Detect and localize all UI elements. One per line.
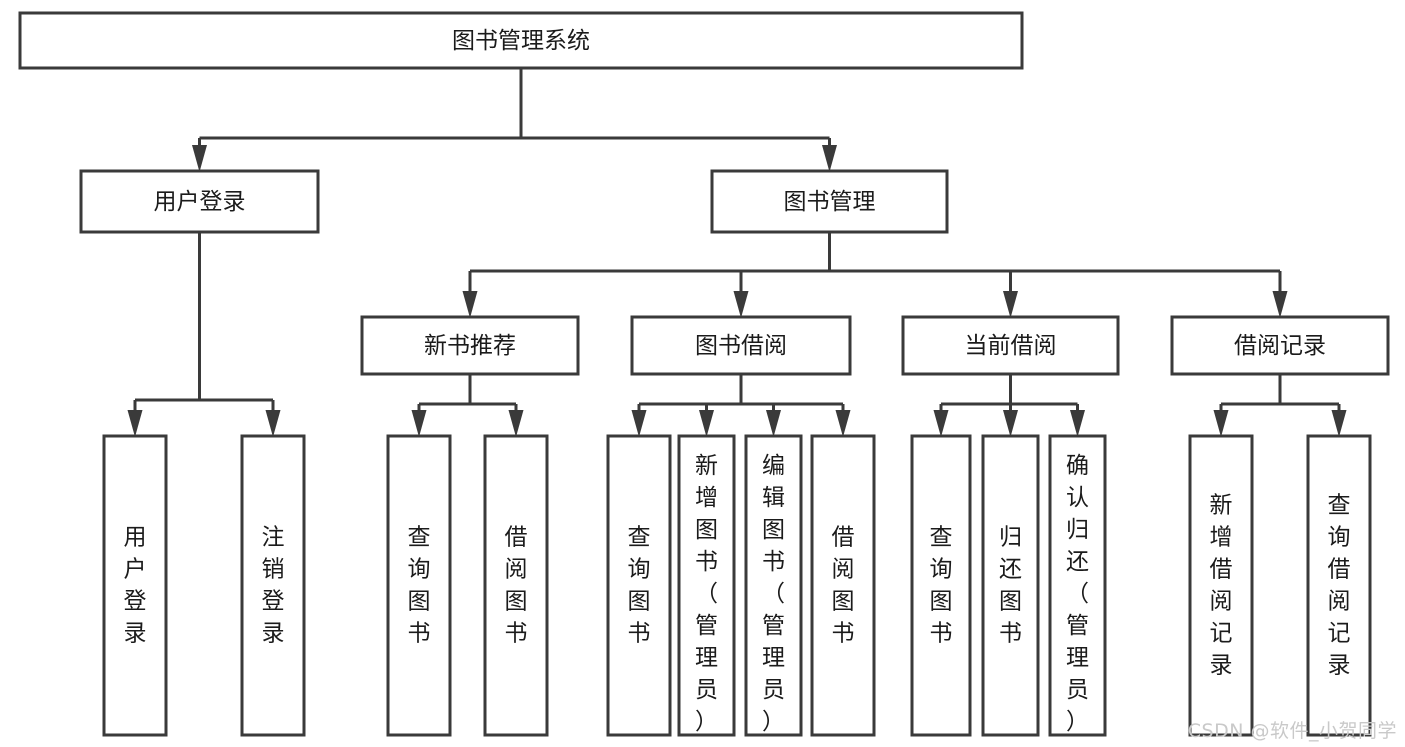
- node-leaf-add-book[interactable]: 新增图书（管理员）: [677, 434, 736, 737]
- node-login[interactable]: 用户登录: [79, 169, 320, 234]
- arrow-head-icon: [192, 145, 207, 172]
- node-leaf-edit-book[interactable]: 编辑图书（管理员）: [744, 434, 803, 737]
- arrow-head-icon: [1331, 410, 1347, 437]
- node-box[interactable]: [1306, 434, 1372, 737]
- node-box[interactable]: [910, 434, 972, 737]
- node-records[interactable]: 借阅记录: [1170, 315, 1390, 376]
- node-label: 归还图书: [999, 525, 1022, 647]
- node-label: 新书推荐: [424, 333, 516, 359]
- connector-group-borrow: [631, 374, 851, 437]
- node-leaf-query-book-3[interactable]: 查询图书: [910, 434, 972, 737]
- node-label: 新增借阅记录: [1210, 493, 1233, 679]
- node-box[interactable]: [483, 434, 549, 737]
- node-label: 用户登录: [154, 189, 246, 215]
- arrow-head-icon: [1272, 291, 1288, 318]
- node-label: 查询图书: [628, 525, 651, 647]
- connector-group-bookmgmt: [462, 232, 1288, 318]
- node-box[interactable]: [677, 434, 736, 737]
- node-box[interactable]: [901, 315, 1120, 376]
- node-label: 新增图书（管理员）: [695, 453, 718, 735]
- arrow-head-icon: [508, 410, 524, 437]
- node-box[interactable]: [386, 434, 452, 737]
- arrow-head-icon: [835, 410, 851, 437]
- arrow-head-icon: [1070, 410, 1085, 437]
- connector-group-current: [933, 374, 1085, 437]
- node-label: 确认归还（管理员）: [1066, 453, 1089, 735]
- node-box[interactable]: [102, 434, 168, 737]
- node-leaf-confirm-return[interactable]: 确认归还（管理员）: [1048, 434, 1107, 737]
- connector-layer: [127, 68, 1347, 437]
- node-label: 借阅记录: [1234, 333, 1326, 359]
- node-label: 图书借阅: [695, 333, 787, 359]
- connector-group-records: [1213, 374, 1347, 437]
- node-layer: 图书管理系统用户登录图书管理新书推荐图书借阅当前借阅借阅记录用户登录注销登录查询…: [18, 11, 1390, 737]
- arrow-head-icon: [1003, 291, 1018, 318]
- node-label: 注销登录: [262, 525, 285, 647]
- node-box[interactable]: [79, 169, 320, 234]
- arrow-head-icon: [733, 291, 749, 318]
- node-leaf-return-book[interactable]: 归还图书: [981, 434, 1040, 737]
- arrow-head-icon: [933, 410, 949, 437]
- node-label: 图书管理: [784, 189, 876, 215]
- node-label: 当前借阅: [965, 333, 1057, 359]
- node-box[interactable]: [810, 434, 876, 737]
- connector-group-newbook: [411, 374, 524, 437]
- node-leaf-add-record[interactable]: 新增借阅记录: [1188, 434, 1254, 737]
- node-box[interactable]: [1048, 434, 1107, 737]
- node-label: 查询图书: [930, 525, 953, 647]
- arrow-head-icon: [411, 410, 427, 437]
- node-leaf-user-login[interactable]: 用户登录: [102, 434, 168, 737]
- node-label: 借阅图书: [505, 525, 528, 647]
- connector-group-root: [192, 68, 837, 172]
- node-newbook[interactable]: 新书推荐: [360, 315, 580, 376]
- node-box[interactable]: [606, 434, 672, 737]
- node-label: 编辑图书（管理员）: [762, 453, 785, 735]
- node-label: 查询借阅记录: [1328, 493, 1351, 679]
- arrow-head-icon: [1213, 410, 1229, 437]
- node-box[interactable]: [630, 315, 852, 376]
- node-root[interactable]: 图书管理系统: [18, 11, 1024, 70]
- node-box[interactable]: [1170, 315, 1390, 376]
- node-leaf-user-logout[interactable]: 注销登录: [240, 434, 306, 737]
- node-borrow[interactable]: 图书借阅: [630, 315, 852, 376]
- node-box[interactable]: [710, 169, 949, 234]
- node-leaf-query-record[interactable]: 查询借阅记录: [1306, 434, 1372, 737]
- arrow-head-icon: [1003, 410, 1018, 437]
- node-label: 借阅图书: [832, 525, 855, 647]
- node-bookmgmt[interactable]: 图书管理: [710, 169, 949, 234]
- node-box[interactable]: [360, 315, 580, 376]
- node-box[interactable]: [981, 434, 1040, 737]
- arrow-head-icon: [822, 145, 837, 172]
- node-box[interactable]: [744, 434, 803, 737]
- node-label: 图书管理系统: [452, 28, 590, 54]
- node-leaf-query-book-2[interactable]: 查询图书: [606, 434, 672, 737]
- node-label: 查询图书: [408, 525, 431, 647]
- node-current[interactable]: 当前借阅: [901, 315, 1120, 376]
- csdn-watermark: CSDN @软件_小贺同学: [1187, 720, 1397, 742]
- connector-group-login: [127, 232, 281, 437]
- arrow-head-icon: [699, 410, 714, 437]
- node-box[interactable]: [18, 11, 1024, 70]
- node-box[interactable]: [1188, 434, 1254, 737]
- arrow-head-icon: [127, 410, 143, 437]
- arrow-head-icon: [631, 410, 647, 437]
- node-leaf-query-book-1[interactable]: 查询图书: [386, 434, 452, 737]
- node-box[interactable]: [240, 434, 306, 737]
- arrow-head-icon: [462, 291, 478, 318]
- arrow-head-icon: [766, 410, 781, 437]
- node-leaf-borrow-book-2[interactable]: 借阅图书: [810, 434, 876, 737]
- arrow-head-icon: [265, 410, 281, 437]
- node-label: 用户登录: [124, 525, 147, 647]
- node-leaf-borrow-book-1[interactable]: 借阅图书: [483, 434, 549, 737]
